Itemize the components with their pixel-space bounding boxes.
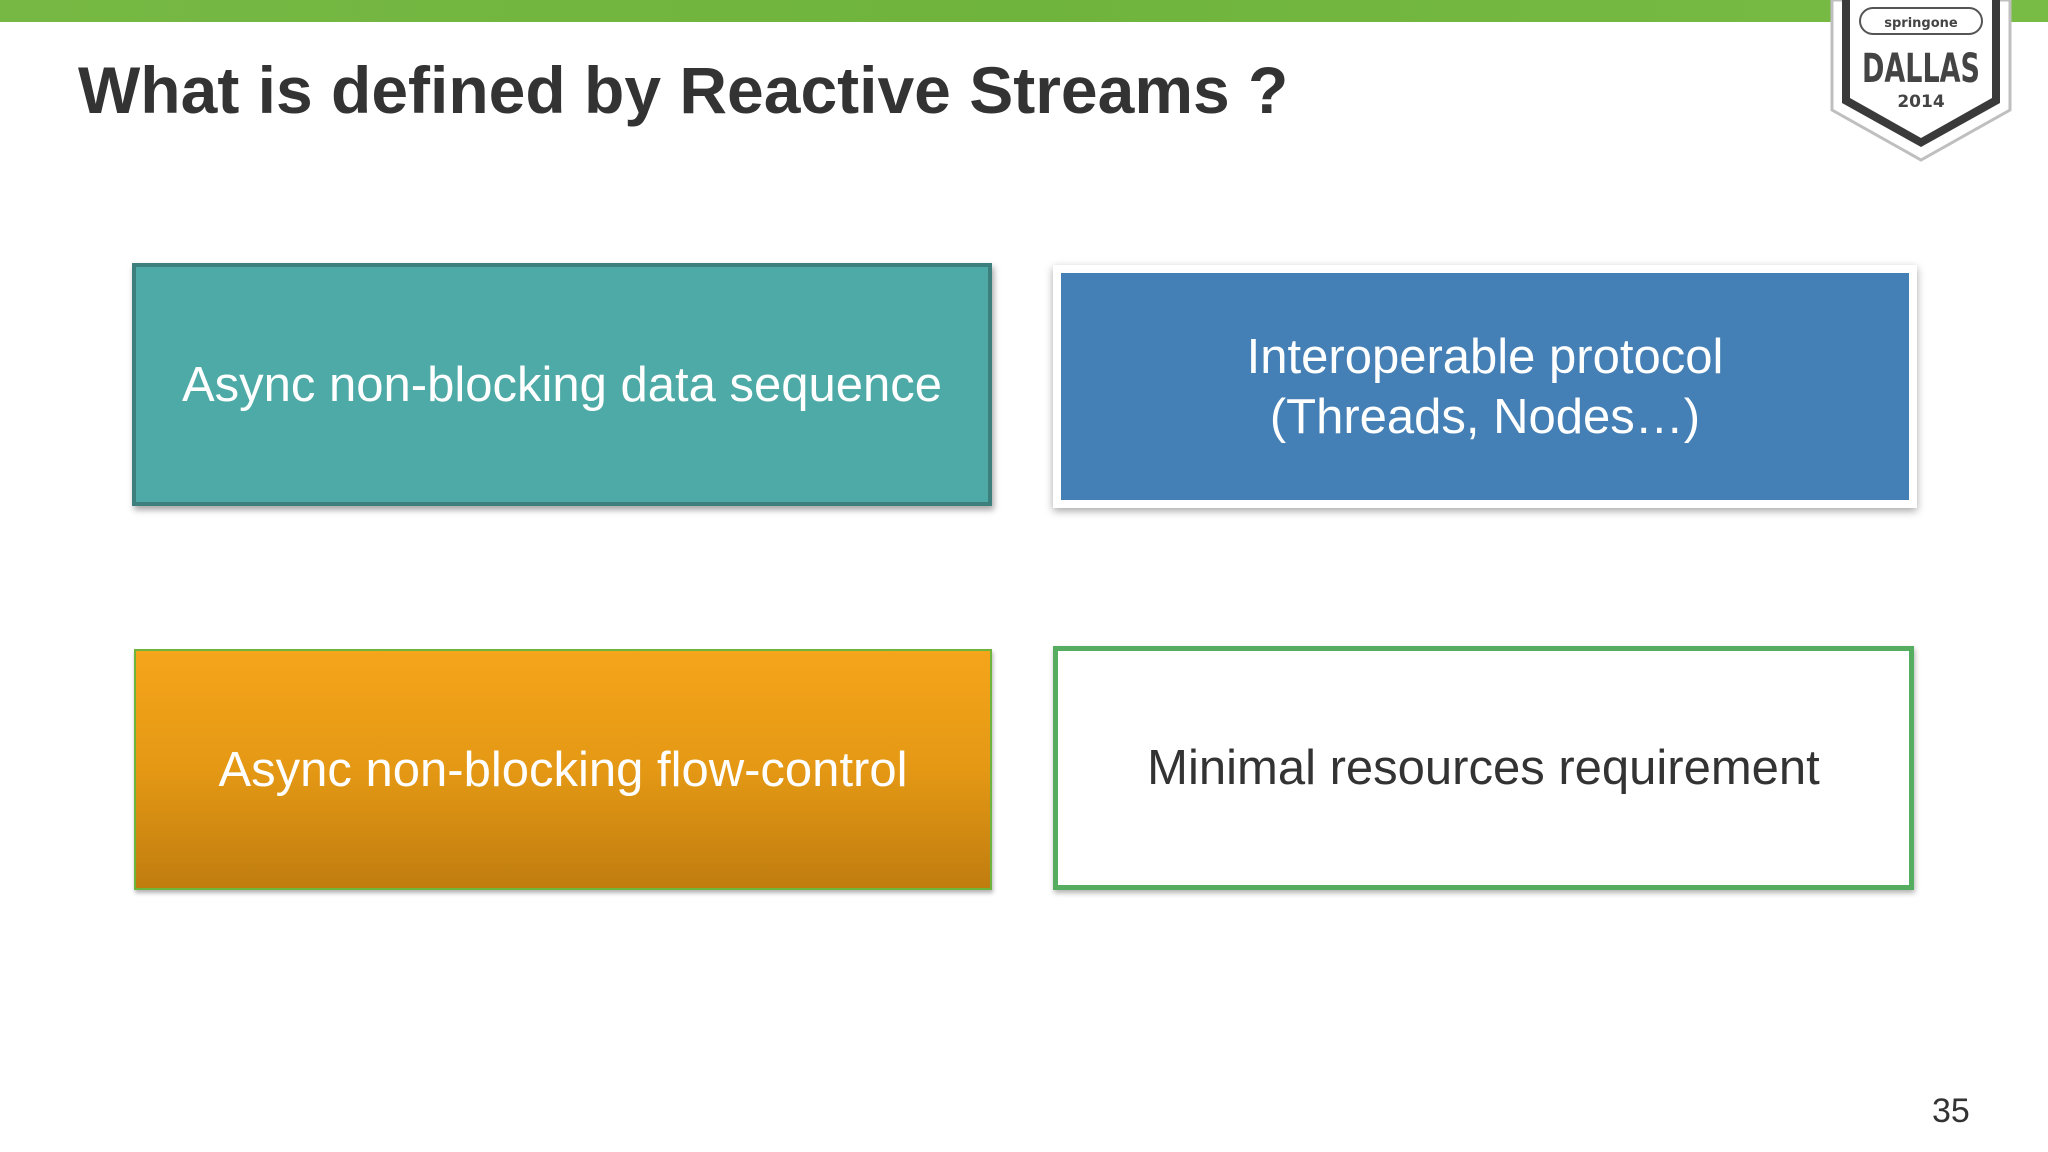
badge-springone-text: springone [1884,16,1958,31]
box-interoperable-protocol-line1: Interoperable protocol [1246,329,1724,384]
badge-year-text: 2014 [1897,92,1944,112]
box-interoperable-protocol-line2: (Threads, Nodes…) [1269,389,1701,444]
box-async-data-sequence-text: Async non-blocking data sequence [181,357,942,412]
page-number: 35 [1932,1092,1970,1130]
springone-dallas-badge-logo: springone DALLAS 2014 [1830,0,2012,162]
box-minimal-resources: Minimal resources requirement [1053,646,1914,890]
box-interoperable-protocol: Interoperable protocol (Threads, Nodes…) [1053,265,1917,508]
box-async-data-sequence: Async non-blocking data sequence [132,263,992,506]
box-async-flow-control: Async non-blocking flow-control [134,649,992,890]
badge-city-text: DALLAS [1862,46,1980,92]
slide-title: What is defined by Reactive Streams ? [78,53,1289,127]
top-accent-bar [0,0,2048,22]
box-minimal-resources-text: Minimal resources requirement [1147,741,1820,795]
box-async-flow-control-text: Async non-blocking flow-control [218,742,908,797]
